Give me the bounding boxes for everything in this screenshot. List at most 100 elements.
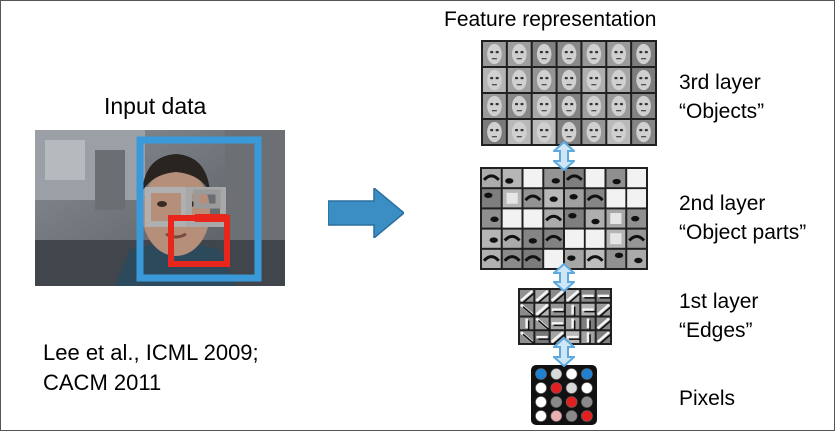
filter-tile [523,249,543,268]
pixels-label: Pixels [679,387,736,410]
pixel-dot [550,396,563,408]
third-layer-object-filters [481,40,657,146]
filter-tile [535,331,550,343]
pixel-dot [550,368,563,380]
filter-tile [544,169,563,188]
filter-tile [557,42,581,66]
filter-tile [607,68,631,92]
filter-tile [596,290,611,302]
filter-tile [544,189,563,208]
double-arrow-icon [553,141,575,171]
filter-tile [550,290,566,304]
filter-tile [520,290,535,304]
filter-tile [582,42,606,66]
filter-tile [585,209,605,228]
filter-tile [585,229,605,248]
filter-tile [606,209,626,228]
filter-tile [507,94,531,118]
filter-tile [565,229,584,248]
filter-tile [532,94,556,118]
filter-tile [627,229,646,248]
double-arrow-icon [553,337,575,367]
filter-tile [502,249,522,268]
pixel-dot [535,382,547,394]
filter-tile [482,169,501,188]
filter-tile [606,189,626,208]
pixel-dot [550,382,563,394]
filter-tile [483,42,506,66]
filter-tile [507,120,531,144]
filter-tile [557,94,581,118]
filter-tile [483,120,506,144]
filter-tile [544,249,563,268]
filter-tile [535,303,551,318]
pixel-dot [565,382,578,394]
filter-tile [566,290,581,304]
filter-tile [557,120,581,144]
filter-tile [565,209,584,228]
pixel-dot [581,396,593,408]
filter-tile [502,189,522,208]
filter-tile [544,209,563,228]
filter-tile [581,290,596,302]
filter-tile [585,249,605,268]
double-arrow-icon [553,263,575,292]
filter-tile [532,120,556,144]
filter-tile [606,229,626,248]
face-photo [35,130,285,286]
filter-tile [585,169,605,188]
filter-tile [607,120,631,144]
left-eye-box [145,187,187,227]
filter-tile [627,209,646,228]
filter-tile [606,169,626,188]
filter-tile [544,229,563,248]
filter-tile [565,189,584,208]
right-arrow-icon [328,188,404,238]
first-layer-edge-filters [518,288,612,345]
filter-tile [596,303,612,318]
filter-tile [482,209,501,228]
filter-tile [483,68,506,92]
pixel-dot [581,368,593,380]
filter-tile [532,42,556,66]
citation-text: Lee et al., ICML 2009; CACM 2011 [43,340,259,395]
first-layer-label: 1st layer “Edges” [679,290,759,342]
filter-tile [550,331,566,345]
filter-tile [502,169,522,188]
pixel-dot [535,396,547,408]
filter-tile [507,68,531,92]
filter-tile [523,229,543,248]
filter-tile [581,317,595,331]
filter-tile [627,189,646,208]
filter-tile [520,317,534,331]
filter-tile [550,303,565,316]
filter-tile [582,68,606,92]
filter-tile [520,303,535,318]
filter-tile [596,331,612,345]
filter-tile [535,317,551,331]
filter-tile [566,303,580,317]
pixel-dot [565,396,578,408]
filter-tile [596,317,612,331]
filter-tile [627,249,646,268]
pixel-dot [535,368,547,380]
filter-tile [585,189,605,208]
filter-tile [632,120,655,144]
filter-tile [507,42,531,66]
filter-tile [565,169,584,188]
filter-tile [482,189,501,208]
feature-representation-title: Feature representation [444,8,657,31]
filter-tile [632,42,655,66]
filter-tile [523,209,543,228]
filter-tile [535,290,551,304]
input-data-title: Input data [104,93,207,119]
face-box [136,136,262,282]
second-layer-part-filters [480,167,648,270]
filter-tile [607,94,631,118]
filter-tile [627,169,646,188]
filter-tile [482,229,501,248]
pixel-dot [550,410,563,422]
filter-tile [566,331,581,343]
filter-tile [582,94,606,118]
pixel-dot [565,410,578,422]
